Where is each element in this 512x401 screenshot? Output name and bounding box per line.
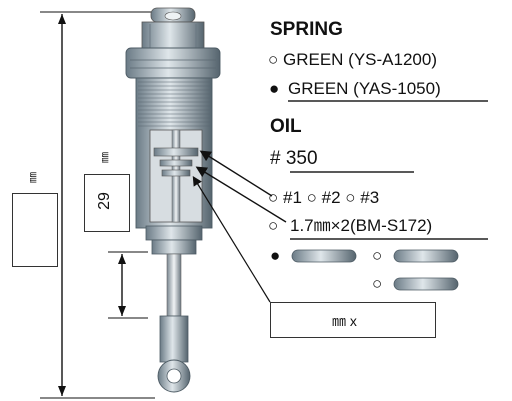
stroke-dimension [108, 251, 148, 319]
spacer-marker-empty-2[interactable]: ○ [372, 274, 383, 293]
spring-option-1[interactable]: ○ GREEN (YS-A1200) [268, 50, 437, 69]
spacer-shims [291, 249, 459, 291]
leader-arrows [192, 150, 287, 303]
piston-options[interactable]: ○ #1 ○ #2 ○ #3 [268, 188, 380, 207]
overall-length-unit: ㎜ [27, 172, 39, 183]
spacer-marker-filled[interactable]: ● [270, 246, 281, 265]
stroke-unit: ㎜ [99, 152, 111, 163]
spring-option-2-marker[interactable]: ● [269, 79, 280, 98]
spring-option-2[interactable]: GREEN (YAS-1050) [288, 79, 441, 98]
underlines [288, 100, 488, 240]
stroke-box[interactable] [84, 174, 130, 232]
overall-length-box[interactable] [12, 193, 58, 267]
piston-alt-marker[interactable]: ○ [268, 216, 279, 235]
shock-absorber [125, 7, 221, 393]
spring-heading: SPRING [270, 19, 343, 40]
oil-heading: OIL [270, 116, 302, 137]
oil-value[interactable]: # 350 [270, 148, 318, 169]
bottom-dimension-label: ㎜ x [332, 313, 357, 329]
overall-length-dimension [40, 11, 155, 399]
bottom-dimension-box[interactable] [270, 302, 436, 338]
stroke-value: 29 [95, 192, 113, 210]
spacer-marker-empty-1[interactable]: ○ [372, 246, 383, 265]
piston-alt[interactable]: 1.7㎜×2(BM-S172) [290, 216, 433, 235]
